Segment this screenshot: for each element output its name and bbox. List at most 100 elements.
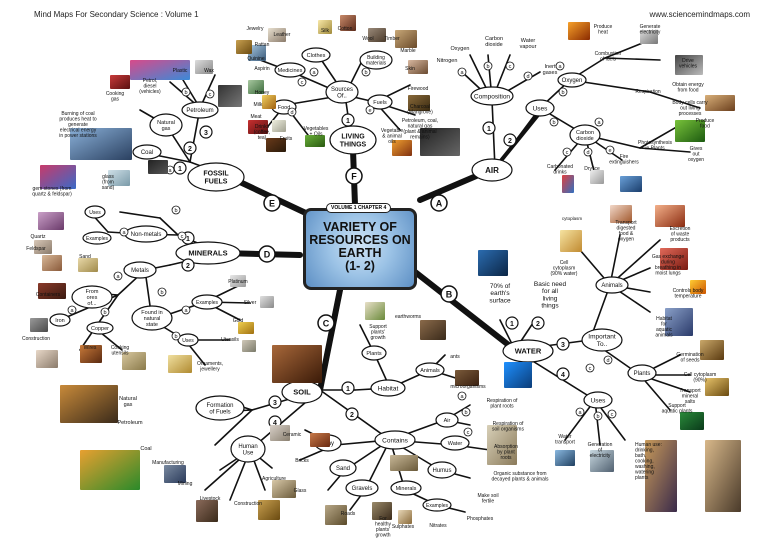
marker-9: d xyxy=(586,150,589,156)
label-oxygen: Oxygen xyxy=(451,46,470,52)
number-1: 2 xyxy=(508,138,512,145)
node-clothes: Clothes xyxy=(307,53,326,59)
node-habitat: Habitat xyxy=(378,385,399,392)
illustration-69 xyxy=(408,95,430,111)
label-platinum: Platinum xyxy=(228,279,247,285)
illustration-77 xyxy=(248,80,264,94)
label-feldspar: Feldspar xyxy=(26,246,46,252)
number-11: 2 xyxy=(186,263,190,270)
marker-13-circle xyxy=(575,407,585,417)
number-12: 1 xyxy=(178,166,182,173)
illustration-9 xyxy=(504,362,532,388)
illustration-40 xyxy=(70,128,132,160)
marker-14-circle xyxy=(593,411,603,421)
node-non-metals: Non-metals xyxy=(131,232,162,238)
marker-10: e xyxy=(608,148,611,154)
connector-79 xyxy=(119,211,161,219)
label-bricks: Bricks xyxy=(295,458,309,464)
illustration-14 xyxy=(690,280,706,294)
marker-18-circle xyxy=(463,427,473,437)
node-metals: Metals xyxy=(131,268,149,274)
node-iron-bubble xyxy=(49,313,71,327)
node-metals-bubble xyxy=(123,261,157,279)
marker-25: a xyxy=(70,308,74,314)
label-leather: Leather xyxy=(274,32,291,38)
illustration-0 xyxy=(568,22,590,40)
label-silk: Silk xyxy=(321,28,330,34)
marker-30: c xyxy=(209,92,212,98)
header-title: Mind Maps For Secondary Science : Volume… xyxy=(34,10,199,19)
marker-35-circle xyxy=(365,105,375,115)
letter-f-circle xyxy=(345,167,363,185)
central-title-line-4: (1- 2) xyxy=(345,259,375,273)
marker-29-circle xyxy=(181,87,191,97)
number-10: 1 xyxy=(186,236,190,243)
illustration-65 xyxy=(340,15,356,31)
node-animals-water: Animals xyxy=(601,283,622,289)
marker-22-circle xyxy=(157,287,167,297)
marker-22: b xyxy=(160,290,163,296)
connector-6 xyxy=(494,107,541,169)
illustration-46 xyxy=(40,165,76,189)
illustration-38 xyxy=(80,450,140,490)
marker-32-circle xyxy=(361,67,371,77)
label-ornaments: Ornaments,jewellery xyxy=(197,361,223,373)
marker-23: a xyxy=(184,308,188,314)
marker-29: b xyxy=(184,90,187,96)
label-sulphates: Sulphates xyxy=(392,524,415,530)
label-human-use-w: Human use:drinking,bath,cooking,washing,… xyxy=(635,442,662,481)
marker-24: b xyxy=(174,334,177,340)
letter-a: A xyxy=(436,199,443,209)
number-2: 1 xyxy=(510,321,514,328)
label-petrol: Petrol,diesel(vehicles) xyxy=(139,78,161,95)
node-plants-water: Plants xyxy=(634,371,651,377)
label-fruits: Fruits xyxy=(280,136,293,142)
number-15: 1 xyxy=(346,118,350,125)
marker-12: d xyxy=(606,358,609,364)
node-uses-metals-bubble xyxy=(177,333,199,347)
node-copper: Copper xyxy=(91,326,109,332)
node-clothes-bubble xyxy=(301,47,331,63)
illustration-22 xyxy=(705,440,741,512)
node-water-soil: Water xyxy=(448,441,463,447)
connector-16 xyxy=(639,147,691,153)
number-4: 3 xyxy=(561,342,565,349)
marker-17-circle xyxy=(461,407,471,417)
node-uses-air-bubble xyxy=(525,99,555,117)
illustration-60 xyxy=(242,340,256,352)
label-earthworms: earthworms xyxy=(395,314,422,320)
label-roads: Roads xyxy=(341,511,356,517)
branch-line-water xyxy=(407,265,518,353)
marker-35: e xyxy=(368,108,371,114)
illustration-13 xyxy=(660,248,688,270)
label-veg-oils: Vegetables+ Oils xyxy=(304,126,329,138)
marker-27-circle xyxy=(171,205,181,215)
marker-34: d xyxy=(290,110,293,116)
number-6: 1 xyxy=(346,386,350,393)
branch-air: AIR xyxy=(485,166,499,175)
letter-d: D xyxy=(264,250,271,260)
number-8-circle xyxy=(268,395,282,409)
letter-c: C xyxy=(323,319,330,329)
illustration-28 xyxy=(390,455,418,471)
